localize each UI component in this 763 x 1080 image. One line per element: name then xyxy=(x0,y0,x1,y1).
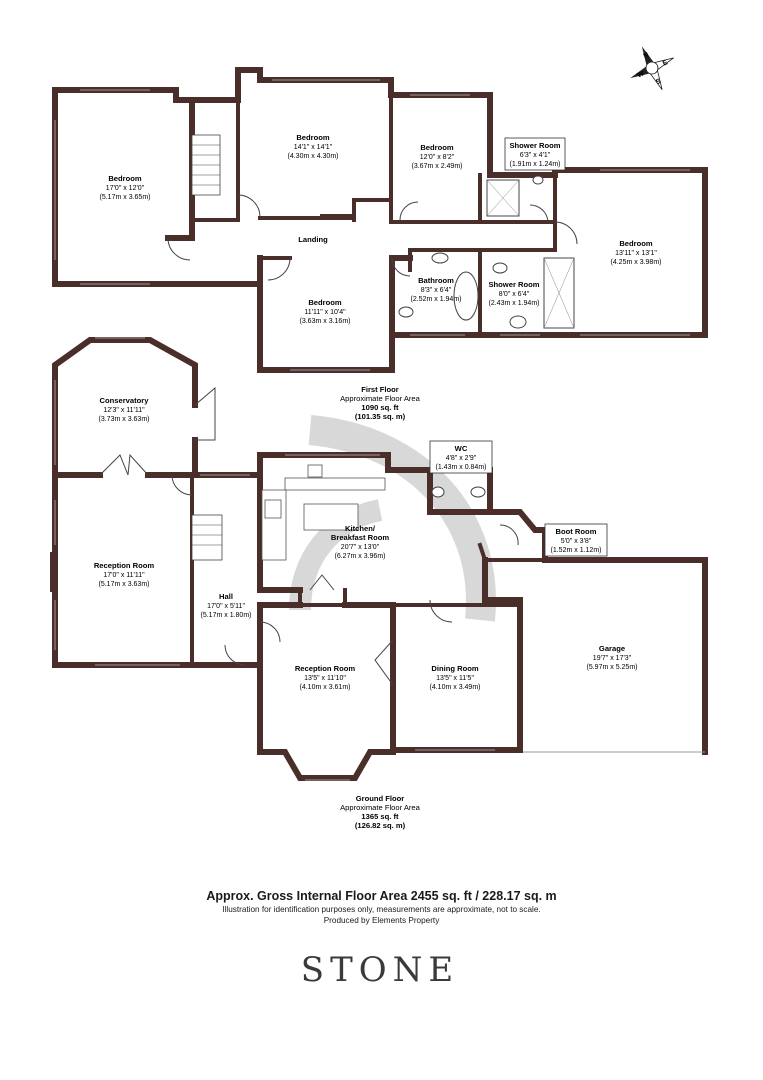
toilet-icon xyxy=(470,486,486,498)
bedroom-5-metric: (3.63m x 3.16m) xyxy=(300,318,351,325)
kitchen-name: Kitchen/ xyxy=(345,524,376,533)
dining-imperial: 13'5" x 11'5" xyxy=(436,675,474,682)
wc-imperial: 4'8" x 2'9" xyxy=(446,455,477,462)
hall-metric: (5.17m x 1.80m) xyxy=(201,612,252,619)
first-floor-approx: Approximate Floor Area xyxy=(340,394,421,403)
basin-icon xyxy=(532,175,544,185)
compass-icon: N E S W xyxy=(630,46,674,90)
conservatory-name: Conservatory xyxy=(100,396,150,405)
bath-icon xyxy=(453,271,479,321)
bedroom-1-metric: (5.17m x 3.65m) xyxy=(100,194,151,201)
hob-icon xyxy=(264,499,282,519)
hall-imperial: 17'0" x 5'11" xyxy=(207,603,245,610)
bedroom-3-imperial: 12'0" x 8'2" xyxy=(420,154,455,161)
basin-icon xyxy=(431,252,449,264)
shower-room-2-name: Shower Room xyxy=(488,280,539,289)
stairs-icon xyxy=(191,514,223,561)
boot-room-name: Boot Room xyxy=(556,527,597,536)
producer: Produced by Elements Property xyxy=(323,916,440,925)
ground-floor-sqm: (126.82 sq. m) xyxy=(355,821,406,830)
toilet-icon xyxy=(492,262,508,274)
footer: Approx. Gross Internal Floor Area 2455 s… xyxy=(0,888,763,926)
wc-metric: (1.43m x 0.84m) xyxy=(436,464,487,471)
room-labels: Bedroom 17'0" x 12'0" (5.17m x 3.65m) Be… xyxy=(94,133,662,830)
first-floor-walls xyxy=(52,67,708,373)
conservatory-metric: (3.73m x 3.63m) xyxy=(99,416,150,423)
bedroom-3-name: Bedroom xyxy=(420,143,454,152)
basin-icon xyxy=(431,486,445,498)
bedroom-2-metric: (4.30m x 4.30m) xyxy=(288,153,339,160)
kitchen-name-2: Breakfast Room xyxy=(331,533,389,542)
garage-name: Garage xyxy=(599,644,625,653)
reception-2-metric: (4.10m x 3.61m) xyxy=(300,684,351,691)
compass-w: W xyxy=(636,70,645,79)
disclaimer: Illustration for identification purposes… xyxy=(222,905,541,914)
reception-1-metric: (5.17m x 3.63m) xyxy=(99,581,150,588)
bedroom-2-imperial: 14'1" x 14'1" xyxy=(294,144,333,151)
bathroom-imperial: 8'3" x 6'4" xyxy=(421,287,452,294)
reception-1-name: Reception Room xyxy=(94,561,155,570)
boot-room-imperial: 5'0" x 3'8" xyxy=(561,538,592,545)
boot-room-metric: (1.52m x 1.12m) xyxy=(551,547,602,554)
compass-e: E xyxy=(662,59,669,67)
bathroom-name: Bathroom xyxy=(418,276,454,285)
stone-logo: STONE xyxy=(300,950,460,990)
shower-room-2-metric: (2.43m x 1.94m) xyxy=(489,300,540,307)
shower-room-1-imperial: 6'3" x 4'1" xyxy=(520,152,551,159)
kitchen-imperial: 20'7" x 13'0" xyxy=(341,544,380,551)
sink-icon xyxy=(307,464,323,478)
bedroom-5-imperial: 11'11" x 10'4" xyxy=(304,309,346,316)
reception-1-imperial: 17'0" x 11'11" xyxy=(103,572,145,579)
kitchen-metric: (6.27m x 3.96m) xyxy=(335,553,386,560)
dining-name: Dining Room xyxy=(431,664,478,673)
reception-2-imperial: 13'5" x 11'10" xyxy=(304,675,346,682)
ground-floor-walls xyxy=(50,337,708,781)
dining-metric: (4.10m x 3.49m) xyxy=(430,684,481,691)
first-floor-label: First Floor xyxy=(361,385,399,394)
gross-area: Approx. Gross Internal Floor Area 2455 s… xyxy=(206,889,557,903)
ground-floor-sqft: 1365 sq. ft xyxy=(361,812,399,821)
hall-name: Hall xyxy=(219,592,233,601)
shower-room-1-name: Shower Room xyxy=(509,141,560,150)
basin-icon xyxy=(509,315,527,329)
bathroom-metric: (2.52m x 1.94m) xyxy=(411,296,462,303)
shower-room-1-metric: (1.91m x 1.24m) xyxy=(510,161,561,168)
bedroom-1-name: Bedroom xyxy=(108,174,142,183)
garage-imperial: 19'7" x 17'3" xyxy=(593,655,632,662)
bedroom-4-metric: (4.25m x 3.98m) xyxy=(611,259,662,266)
reception-2-name: Reception Room xyxy=(295,664,356,673)
first-floor-sqm: (101.35 sq. m) xyxy=(355,412,406,421)
bedroom-2-name: Bedroom xyxy=(296,133,330,142)
bedroom-5-name: Bedroom xyxy=(308,298,342,307)
garage-metric: (5.97m x 5.25m) xyxy=(587,664,638,671)
first-floor-sqft: 1090 sq. ft xyxy=(361,403,399,412)
bedroom-3-metric: (3.67m x 2.49m) xyxy=(412,163,463,170)
landing-name: Landing xyxy=(298,235,328,244)
bedroom-4-name: Bedroom xyxy=(619,239,653,248)
ground-floor-label: Ground Floor xyxy=(356,794,405,803)
ground-floor-approx: Approximate Floor Area xyxy=(340,803,421,812)
wc-name: WC xyxy=(455,444,468,453)
conservatory-imperial: 12'3" x 11'11" xyxy=(103,407,145,414)
toilet-icon xyxy=(398,306,414,318)
compass-n: N xyxy=(643,52,651,60)
compass-s: S xyxy=(655,78,662,86)
bedroom-4-imperial: 13'11" x 13'1" xyxy=(615,250,657,257)
shower-room-2-imperial: 8'0" x 6'4" xyxy=(499,291,530,298)
first-floor-fixtures xyxy=(167,134,578,329)
bedroom-1-imperial: 17'0" x 12'0" xyxy=(106,185,145,192)
